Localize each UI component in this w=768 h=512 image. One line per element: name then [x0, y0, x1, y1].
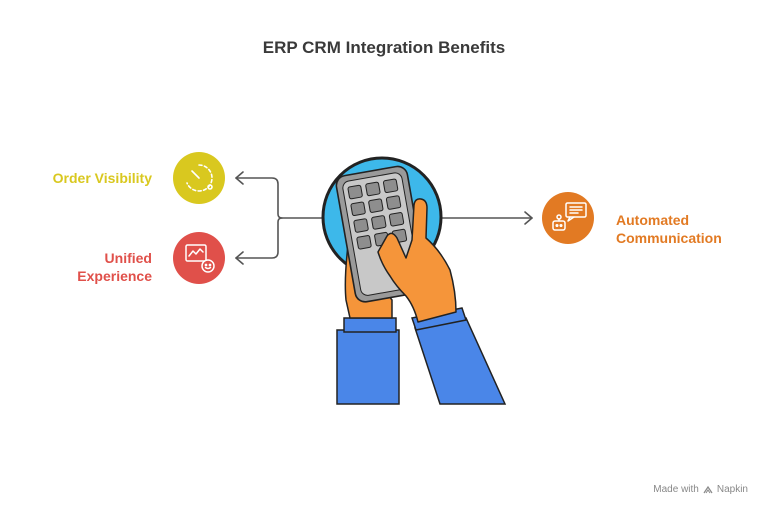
napkin-logo-icon	[703, 485, 713, 493]
automated-communication-text: Automated Communication	[616, 212, 722, 246]
order-visibility-node	[173, 152, 225, 204]
right-hand	[377, 198, 457, 323]
made-with-napkin-footer[interactable]: Made with Napkin	[653, 484, 748, 495]
made-with-text: Made with	[653, 484, 699, 495]
arrowhead-unified-experience	[235, 251, 244, 265]
label-unified-experience: Unified Experience	[20, 249, 152, 285]
chart-smiley-icon	[185, 244, 215, 273]
robot-chat-icon	[552, 202, 587, 231]
napkin-brand-text: Napkin	[716, 484, 748, 495]
right-sleeve	[411, 307, 507, 405]
left-sleeve	[336, 317, 400, 405]
arrowhead-automated-communication	[524, 211, 533, 225]
connector-to-unified-experience	[235, 217, 283, 259]
automated-communication-node	[542, 192, 594, 244]
order-visibility-text: Order Visibility	[52, 170, 152, 186]
unified-experience-text: Unified Experience	[77, 250, 152, 284]
arrowhead-order-visibility	[235, 171, 244, 185]
connector-lines	[235, 171, 533, 265]
connector-to-order-visibility	[235, 177, 324, 219]
diagram-title: ERP CRM Integration Benefits	[262, 38, 506, 57]
hands-keypad-icon	[321, 156, 507, 405]
label-order-visibility: Order Visibility	[20, 169, 152, 187]
clock-icon	[186, 164, 213, 192]
keypad-keys	[347, 178, 408, 250]
label-automated-communication: Automated Communication	[616, 211, 756, 247]
unified-experience-node	[173, 232, 225, 284]
